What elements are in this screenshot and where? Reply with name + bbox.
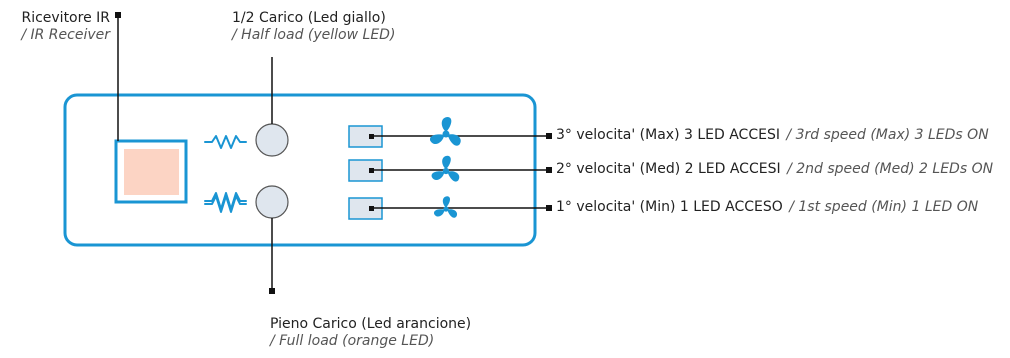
half-load-label-en: / Half load (yellow LED) [232,27,396,43]
speed-2-label-it: 2° velocita' (Med) 2 LED ACCESI [556,161,781,177]
half-load-label: 1/2 Carico (Led giallo) / Half load (yel… [232,10,395,44]
ir-receiver-label-it: Ricevitore IR [21,10,110,26]
speed-1-marker [546,205,552,211]
full-load-led [255,185,289,219]
ir-receiver-label-en: / IR Receiver [21,27,110,43]
heater-resistance-icon [204,135,247,149]
full-load-label: Pieno Carico (Led arancione) / Full load… [270,316,471,350]
speed-2-label: 2° velocita' (Med) 2 LED ACCESI / 2nd sp… [556,161,993,178]
ir-receiver-marker [115,12,121,18]
speed-2-label-en: / 2nd speed (Med) 2 LEDs ON [787,161,994,177]
speed-1-label: 1° velocita' (Min) 1 LED ACCESO / 1st sp… [556,199,978,216]
fan-icon [429,117,461,146]
speed-3-label-it: 3° velocita' (Max) 3 LED ACCESI [556,127,780,143]
fan-icon [433,196,457,218]
full-load-label-it: Pieno Carico (Led arancione) [270,316,472,332]
half-load-label-it: 1/2 Carico (Led giallo) [232,10,386,26]
speed-1-label-it: 1° velocita' (Min) 1 LED ACCESO [556,199,783,215]
speed-1-led-dot [369,206,374,211]
speed-3-label: 3° velocita' (Max) 3 LED ACCESI / 3rd sp… [556,127,989,144]
full-load-label-en: / Full load (orange LED) [270,333,435,349]
ir-receiver-label: Ricevitore IR / IR Receiver [10,10,110,44]
speed-2-led-dot [369,168,374,173]
speed-3-label-en: / 3rd speed (Max) 3 LEDs ON [786,127,989,143]
half-load-led [255,123,289,157]
speed-2-marker [546,167,552,173]
ir-receiver-window [114,139,188,204]
fan-icon [431,155,460,182]
speed-3-marker [546,133,552,139]
ir-receiver-lens [124,149,179,195]
speed-3-led-dot [369,134,374,139]
full-load-marker [269,288,275,294]
speed-1-label-en: / 1st speed (Min) 1 LED ON [789,199,979,215]
heater-resistance-double-icon [204,192,247,213]
